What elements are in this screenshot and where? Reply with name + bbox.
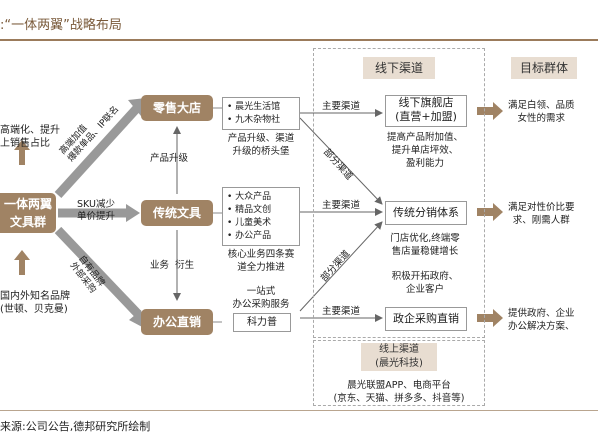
stationery-note: 核心业务四条赛道全力推进 bbox=[227, 249, 295, 273]
kolipu-box: 科力普 bbox=[233, 313, 291, 332]
footer-rule bbox=[0, 410, 598, 411]
target-office: 提供政府、企业办公解决方案、 bbox=[508, 308, 575, 332]
target-header: 目标群体 bbox=[511, 57, 577, 79]
office-note: 一站式办公采购服务 bbox=[232, 286, 290, 310]
online-panel bbox=[313, 340, 485, 406]
distribution-note: 门店优化,终端零售店量稳健增长 bbox=[390, 233, 460, 257]
label-main-channel-1: 主要渠道 bbox=[322, 101, 361, 112]
online-header: 线上渠道(晨光科技) bbox=[361, 343, 437, 371]
distribution-box: 传统分销体系 bbox=[385, 201, 467, 225]
flagship-store-box: 线下旗舰店(直营+加盟) bbox=[385, 95, 467, 127]
retail-note: 产品升级、渠道升级的桥头堡 bbox=[227, 133, 295, 157]
title-rule bbox=[0, 39, 598, 41]
left-bottom-text: 国内外知名品牌(世顿、贝克曼) bbox=[0, 291, 70, 315]
label-middle-left: SKU减少单价提升 bbox=[77, 199, 116, 222]
left-top-text: 高端化、提升上销售占比 bbox=[0, 125, 60, 149]
up-arrow-bottom-left bbox=[14, 250, 30, 275]
label-main-channel-2: 主要渠道 bbox=[322, 200, 361, 211]
source-note: 来源:公司公告,德邦研究所绘制 bbox=[0, 420, 151, 433]
stationery-list: • 大众产品• 精品文创 • 儿童美术• 办公产品 bbox=[222, 187, 300, 246]
target-stationery: 满足对性价比要求、刚需人群 bbox=[508, 202, 575, 226]
retail-list: • 晨光生活馆• 九木杂物社 bbox=[222, 97, 300, 130]
online-note: 晨光联盟APP、电商平台(京东、天猫、拼多多、抖音等) bbox=[333, 380, 465, 404]
target-arrow-1 bbox=[477, 102, 503, 120]
offline-panel bbox=[313, 48, 485, 338]
core-stationery-box: 一体两翼文具群 bbox=[0, 193, 56, 233]
target-arrow-3 bbox=[477, 309, 503, 327]
offline-header: 线下渠道 bbox=[363, 57, 435, 79]
up-arrow-top-left bbox=[14, 140, 30, 165]
gov-note: 积极开拓政府、企业客户 bbox=[391, 271, 459, 295]
label-business-derive: 业务 衍生 bbox=[150, 260, 195, 271]
flagship-note: 提高产品附加值、提升单店坪效、盈利能力 bbox=[386, 132, 463, 169]
target-retail: 满足白领、品质女性的需求 bbox=[508, 100, 575, 124]
label-product-upgrade: 产品升级 bbox=[150, 153, 189, 164]
traditional-stationery-box: 传统文具 bbox=[141, 200, 213, 226]
retail-store-box: 零售大店 bbox=[141, 95, 213, 121]
office-direct-box: 办公直销 bbox=[141, 309, 213, 335]
diagram-title: :“一体两翼”战略布局 bbox=[0, 18, 122, 33]
label-main-channel-3: 主要渠道 bbox=[322, 306, 361, 317]
gov-procurement-box: 政企采购直销 bbox=[385, 307, 467, 331]
arrow-to-retail bbox=[54, 103, 142, 199]
arrow-to-office bbox=[54, 226, 142, 318]
target-arrow-2 bbox=[477, 203, 503, 221]
